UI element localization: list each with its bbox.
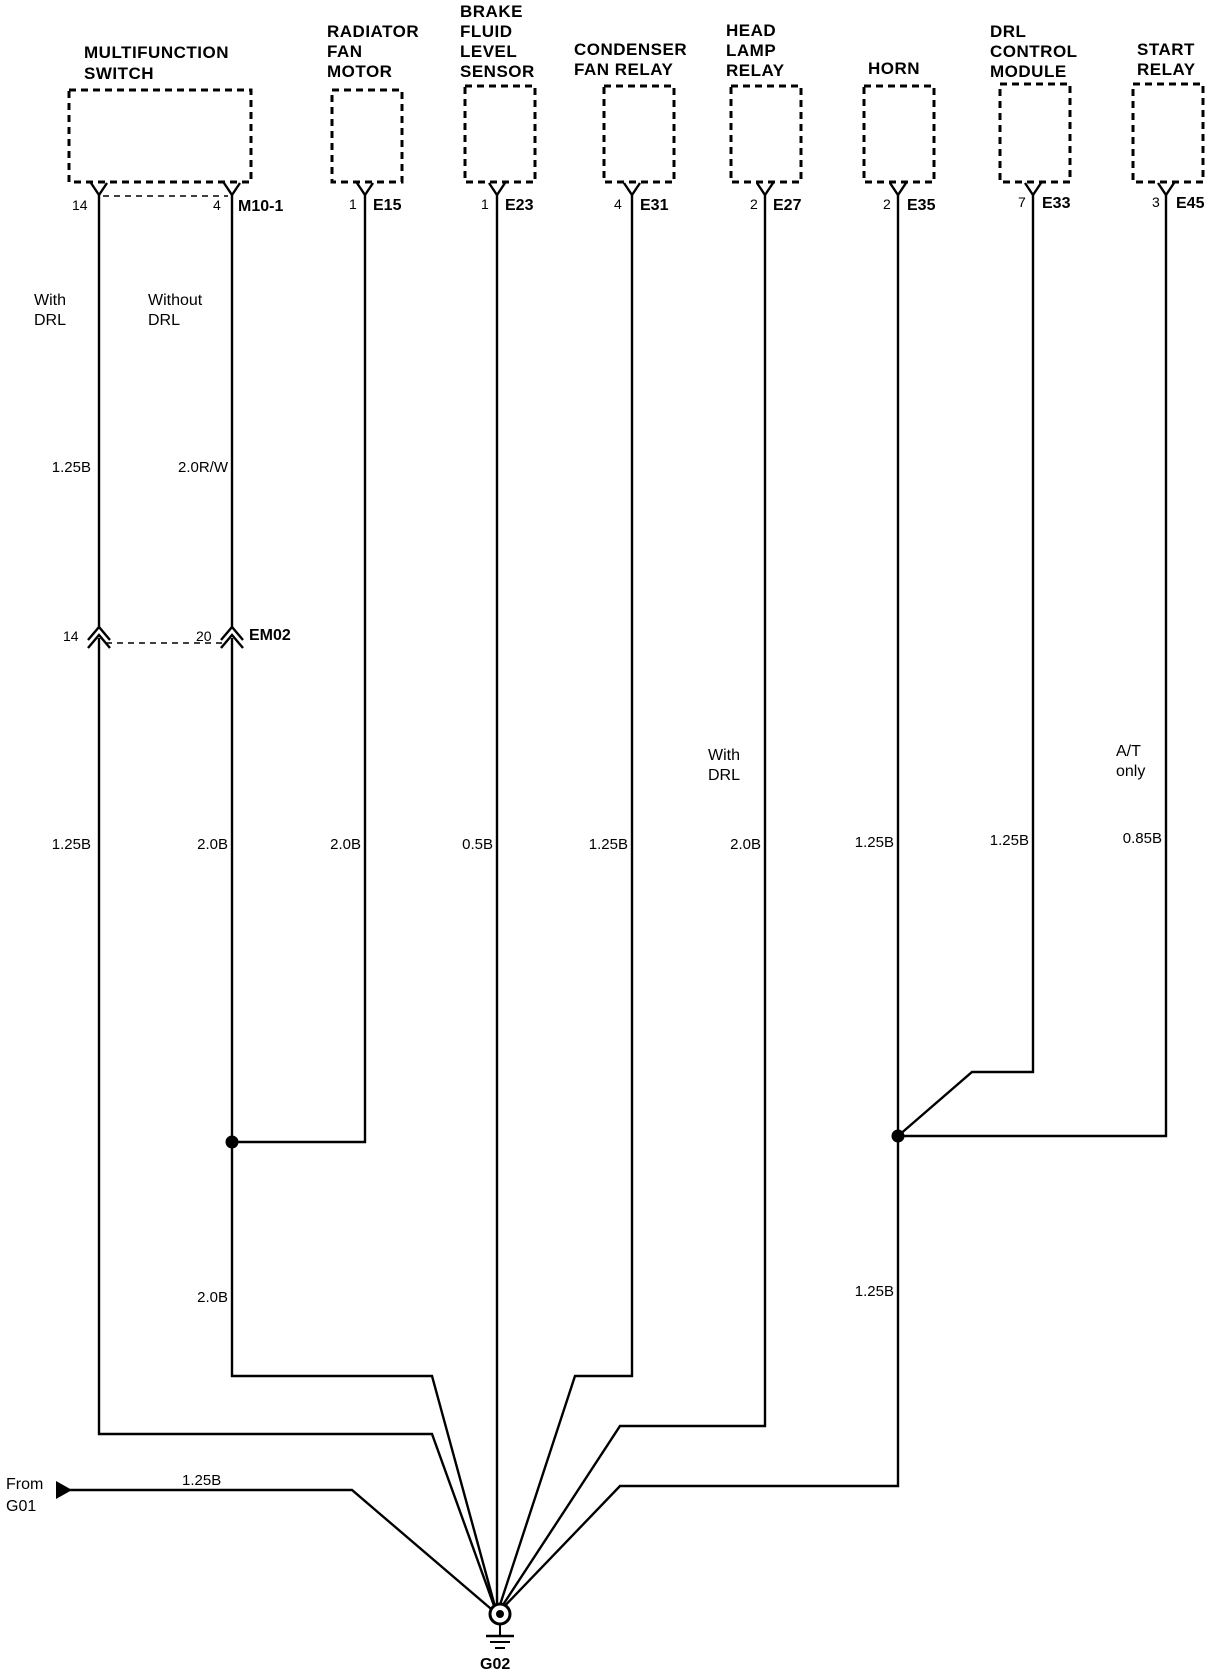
title-horn: HORN: [868, 59, 920, 78]
title-brake-2: FLUID: [460, 22, 513, 41]
note-from-g01-2: G01: [6, 1498, 36, 1515]
radiator-fan-motor-box: [330, 88, 404, 184]
wire-label-e45: 0.85B: [1123, 830, 1162, 847]
splice-point-left: [225, 1135, 239, 1149]
title-radiator-3: MOTOR: [327, 62, 392, 81]
connector-e35: E35: [907, 197, 936, 214]
pin-2-e35: 2: [883, 196, 891, 212]
wire-label-msw14-upper: 1.25B: [52, 459, 91, 476]
pin-1-e23: 1: [481, 196, 489, 212]
em02-pin-14: 14: [63, 628, 79, 644]
connector-e23: E23: [505, 197, 534, 214]
wire-label-e35: 1.25B: [855, 834, 894, 851]
title-drl-1: DRL: [990, 22, 1026, 41]
note-with-drl-headlamp-1: With: [708, 747, 740, 764]
connector-e45: E45: [1176, 195, 1205, 212]
em02-label: EM02: [249, 627, 291, 644]
title-headlamp-2: LAMP: [726, 41, 776, 60]
note-without-drl-2: DRL: [148, 312, 180, 329]
head-lamp-relay-box: [729, 84, 803, 184]
brake-fluid-sensor-box: [463, 84, 537, 184]
title-brake-1: BRAKE: [460, 2, 523, 21]
wire-label-msw4-upper: 2.0R/W: [178, 459, 229, 476]
title-condenser-2: FAN RELAY: [574, 60, 673, 79]
wire-label-splice1-down: 2.0B: [197, 1289, 228, 1306]
condenser-fan-relay-box: [602, 84, 676, 184]
wire-label-splice2-down: 1.25B: [855, 1283, 894, 1300]
start-relay-box: [1131, 82, 1205, 184]
wire-labels: 1.25B 2.0R/W 1.25B 2.0B 2.0B 0.5B 1.25B …: [52, 459, 1162, 1489]
connector-e33: E33: [1042, 195, 1071, 212]
horn-box: [862, 84, 936, 184]
pin-2-e27: 2: [750, 196, 758, 212]
connector-e31: E31: [640, 197, 669, 214]
wire-label-e31: 1.25B: [589, 836, 628, 853]
pin-4-m10: 4: [213, 197, 221, 213]
multifunction-switch-box: [67, 88, 253, 184]
wire-label-e33: 1.25B: [990, 832, 1029, 849]
pin-1-e15: 1: [349, 196, 357, 212]
pin-4-e31: 4: [614, 196, 622, 212]
wire-label-e23: 0.5B: [462, 836, 493, 853]
wire-label-msw14-lower: 1.25B: [52, 836, 91, 853]
title-radiator-2: FAN: [327, 42, 363, 61]
pin-14-m10: 14: [72, 197, 88, 213]
em02-pin-20: 20: [196, 628, 212, 644]
note-without-drl-1: Without: [148, 292, 203, 309]
note-from-g01-1: From: [6, 1476, 43, 1493]
title-brake-3: LEVEL: [460, 42, 517, 61]
wires: [70, 195, 1168, 1615]
pin-3-e45: 3: [1152, 194, 1160, 210]
wire-label-e15: 2.0B: [330, 836, 361, 853]
wire-label-from-g01: 1.25B: [182, 1472, 221, 1489]
title-drl-2: CONTROL: [990, 42, 1078, 61]
wire-label-e27: 2.0B: [730, 836, 761, 853]
note-with-drl-1: With: [34, 292, 66, 309]
title-multifunction-switch-1: MULTIFUNCTION: [84, 43, 229, 62]
wire-label-msw4-lower: 2.0B: [197, 836, 228, 853]
connector-pins: [90, 182, 1175, 198]
from-g01-arrow-icon: [56, 1481, 72, 1499]
title-headlamp-1: HEAD: [726, 21, 776, 40]
connector-m10-1: M10-1: [238, 198, 283, 215]
title-drl-3: MODULE: [990, 62, 1067, 81]
ground-label-g02: G02: [480, 1656, 510, 1672]
note-at-only-2: only: [1116, 763, 1145, 780]
title-condenser-1: CONDENSER: [574, 40, 687, 59]
drl-control-module-box: [998, 82, 1072, 184]
title-radiator-1: RADIATOR: [327, 22, 419, 41]
pin-7-e33: 7: [1018, 194, 1026, 210]
connector-e15: E15: [373, 197, 402, 214]
title-brake-4: SENSOR: [460, 62, 535, 81]
title-start-2: RELAY: [1137, 60, 1196, 79]
note-with-drl-2: DRL: [34, 312, 66, 329]
ground-icon: [486, 1602, 514, 1649]
title-multifunction-switch-2: SWITCH: [84, 64, 154, 83]
em02-connector: [87, 625, 244, 649]
note-with-drl-headlamp-2: DRL: [708, 767, 740, 784]
title-start-1: START: [1137, 40, 1195, 59]
splice-point-right: [891, 1129, 905, 1143]
connector-e27: E27: [773, 197, 802, 214]
title-headlamp-3: RELAY: [726, 61, 785, 80]
note-at-only-1: A/T: [1116, 743, 1141, 760]
